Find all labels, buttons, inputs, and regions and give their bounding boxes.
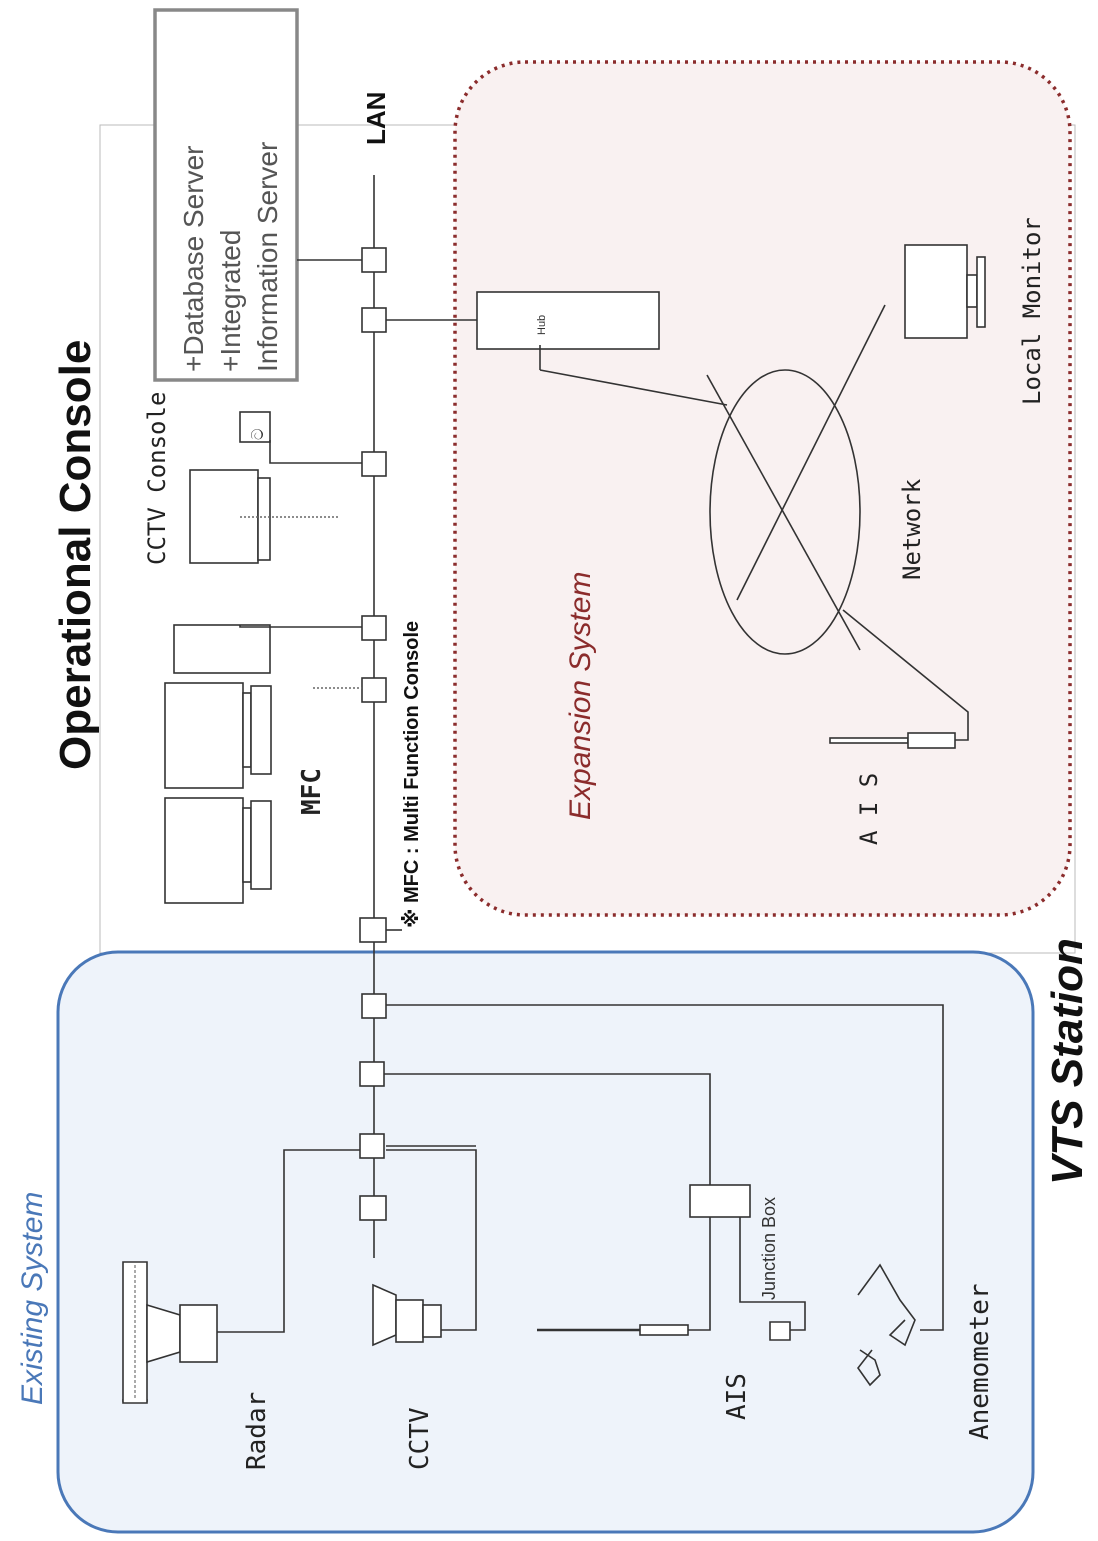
mfc-screen-1-base — [242, 692, 252, 768]
connector — [361, 615, 387, 641]
cctv-console-label: CCTV Console — [143, 392, 171, 565]
cctv-console-device-icon: ට — [250, 428, 267, 440]
radar-body — [179, 1304, 218, 1363]
server-line-1: +Database Server — [178, 146, 209, 372]
mfc-label: MFC — [297, 768, 327, 815]
connector — [361, 247, 387, 273]
cctv-camera-mount — [422, 1304, 442, 1338]
existing-system-label: Existing System — [16, 1192, 49, 1405]
connector — [359, 1133, 385, 1159]
cctv-label: CCTV — [405, 1407, 435, 1470]
cctv-console-device — [239, 411, 271, 443]
mfc-screen-2 — [164, 797, 244, 904]
connector — [359, 1195, 387, 1221]
network-cloud — [709, 369, 861, 655]
lan-connectors — [359, 247, 387, 1221]
radar-link — [217, 1149, 360, 1333]
ais-receiver — [639, 1324, 689, 1336]
connector — [359, 1061, 385, 1087]
anemometer-label: Anemometer — [965, 1283, 995, 1440]
gps-antenna — [769, 1321, 791, 1341]
junction-box-label: Junction Box — [759, 1197, 779, 1300]
server-box — [153, 8, 299, 382]
station-label: VTS Station — [1043, 938, 1092, 1185]
anemometer-vane — [857, 1263, 916, 1347]
anemometer-cups — [857, 1349, 881, 1387]
existing-system-region — [56, 950, 1035, 1534]
network-ais-link — [842, 609, 969, 741]
mfc-panel — [173, 624, 271, 674]
ais-link — [384, 1073, 711, 1120]
mfc-screen-2-base — [242, 807, 252, 883]
server-line-2: +Integrated — [215, 230, 246, 372]
lan-label: LAN — [361, 92, 391, 145]
network-label: Network — [898, 478, 926, 580]
local-monitor-label: Local Monitor — [1018, 217, 1046, 405]
hub-label: Hub — [536, 315, 548, 335]
mfc-screen-1 — [164, 682, 244, 789]
expansion-system-label: Expansion System — [564, 572, 597, 820]
junction-gps-link — [739, 1217, 806, 1331]
expansion-system-region — [453, 60, 1072, 917]
mfc-panel-link — [239, 625, 362, 628]
radar-label: Radar — [242, 1392, 272, 1470]
connector — [361, 993, 387, 1019]
server-text: +Database Server +Integrated Information… — [178, 142, 283, 372]
expansion-ais-antenna — [829, 737, 909, 744]
cctv-console-link — [269, 440, 362, 464]
cctv-console-base — [257, 477, 271, 561]
hub-network-link — [539, 369, 728, 406]
local-monitor-stand — [966, 274, 978, 308]
junction-box — [689, 1184, 751, 1218]
connector — [359, 917, 387, 943]
network-cross-1 — [706, 374, 861, 651]
expansion-ais-label: A I S — [855, 773, 883, 845]
cctv-console-screen — [189, 469, 259, 564]
mfc-screen-1-foot — [250, 685, 272, 775]
mfc-note: ※ MFC : Multi Function Console — [401, 621, 423, 928]
local-monitor-screen — [904, 244, 968, 339]
mfc-screen-2-foot — [250, 800, 272, 890]
ais-label: AIS — [722, 1373, 752, 1420]
radar-neck — [146, 1303, 181, 1364]
anemometer-link — [386, 1004, 944, 1331]
expansion-ais-receiver — [907, 732, 956, 749]
local-monitor-base — [976, 256, 986, 328]
cctv-link — [386, 1149, 477, 1331]
cctv-camera-lens — [395, 1299, 424, 1343]
connector — [361, 677, 387, 703]
network-cross-2 — [736, 304, 886, 601]
connector — [361, 451, 387, 477]
cctv-camera-body — [372, 1283, 397, 1347]
page-title: Operational Console — [51, 340, 100, 770]
hub-box — [476, 291, 660, 350]
server-line-3: Information Server — [252, 142, 283, 372]
connector — [361, 307, 387, 333]
